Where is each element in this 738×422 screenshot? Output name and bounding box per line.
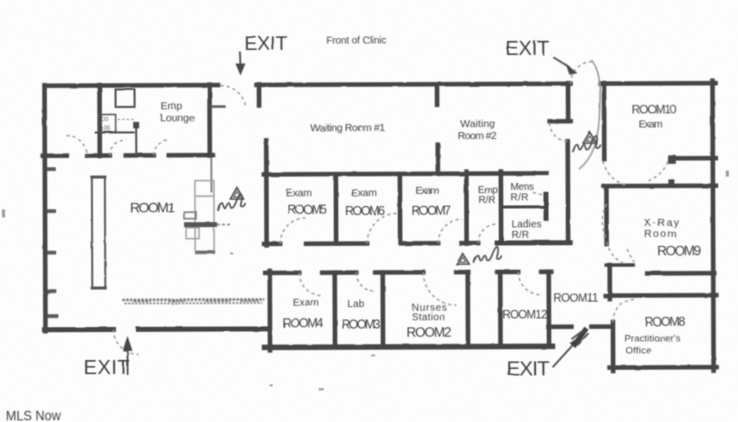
svg-text:Lounge: Lounge [160,112,195,124]
svg-text:Practitioner's: Practitioner's [624,333,680,344]
svg-text:R/R: R/R [510,192,528,203]
svg-text:Exam: Exam [293,298,319,309]
svg-text:ROOM11: ROOM11 [553,293,598,305]
svg-text:EXIT: EXIT [84,357,130,379]
svg-text:EXIT: EXIT [244,33,287,55]
svg-text:ROOM10: ROOM10 [632,102,677,116]
svg-text:Exam: Exam [351,187,377,199]
svg-text:b.00: b.00 [101,126,111,132]
svg-text:Exam: Exam [286,187,312,199]
svg-text:Office: Office [626,345,652,356]
svg-text:R/R: R/R [512,230,530,241]
svg-text:Ladies: Ladies [512,219,542,230]
svg-text:ROOM3: ROOM3 [341,317,380,331]
svg-text:ROOM7: ROOM7 [411,204,451,218]
svg-text:Lab: Lab [347,299,364,310]
svg-text:ROOM9: ROOM9 [657,243,701,258]
svg-text:MLS Now: MLS Now [6,408,61,422]
svg-text:Station: Station [412,312,445,323]
svg-text:ROOM12: ROOM12 [502,309,547,321]
svg-text:ROOM1: ROOM1 [130,199,175,215]
svg-text:ROOM2: ROOM2 [406,325,451,340]
svg-text:ROOM6: ROOM6 [345,204,385,218]
svg-text:X-Ray: X-Ray [644,217,680,229]
svg-text:ROOM5: ROOM5 [287,203,327,217]
svg-text:R/R: R/R [478,195,495,206]
svg-text:Nurses: Nurses [412,303,447,314]
svg-text:Exam: Exam [639,118,663,130]
svg-text:Room #2: Room #2 [458,130,497,142]
svg-text:Emp: Emp [161,100,183,112]
svg-text:CO: CO [101,117,109,123]
svg-text:Front of Clinic: Front of Clinic [326,35,386,46]
svg-text:ROOM8: ROOM8 [644,315,685,329]
svg-text:Room: Room [644,228,676,240]
svg-text:Waiting Room #1: Waiting Room #1 [310,122,385,134]
svg-text:EXIT: EXIT [505,38,549,60]
svg-text:Waiting: Waiting [460,118,495,130]
svg-text:Mens: Mens [510,182,534,193]
svg-text:EXIT: EXIT [507,357,551,380]
svg-text:Exam: Exam [415,185,439,197]
svg-text:ROOM4: ROOM4 [282,316,323,330]
svg-text:Emp: Emp [478,185,498,196]
